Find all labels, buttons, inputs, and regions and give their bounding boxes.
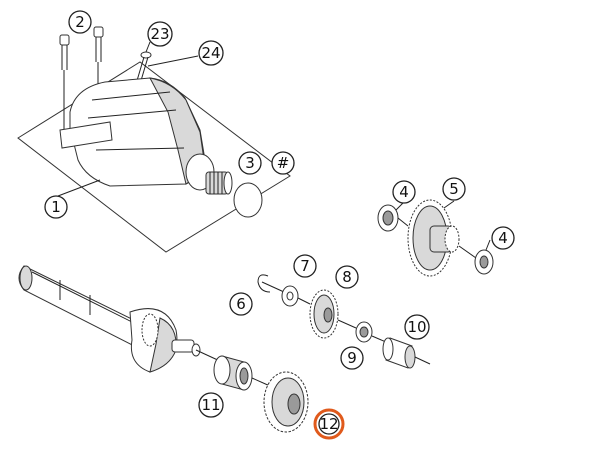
part-screw-2b: [93, 26, 104, 62]
svg-text:3: 3: [245, 154, 255, 172]
leader-1: [57, 179, 101, 197]
callout-10: 10: [404, 314, 430, 340]
svg-text:2: 2: [75, 13, 85, 31]
part-motor-pinion: [205, 171, 233, 195]
svg-text:1: 1: [51, 198, 61, 216]
leader-4b: [485, 239, 491, 251]
part-needle-bearing-11: [213, 355, 253, 391]
part-o-ring-3: [233, 182, 263, 218]
leader-5: [443, 200, 455, 209]
callout-5: 5: [442, 177, 466, 201]
leader-24: [147, 55, 199, 67]
callout-6: 6: [229, 292, 253, 316]
part-gear-12: [263, 371, 309, 433]
svg-text:8: 8: [342, 268, 352, 286]
callout-11: 11: [198, 392, 224, 418]
part-crank-pin: [171, 339, 195, 353]
starter-motor-assembly: [17, 26, 291, 253]
svg-text:5: 5: [449, 180, 459, 198]
svg-text:#: #: [277, 154, 290, 172]
callout-7: 7: [293, 254, 317, 278]
svg-text:23: 23: [150, 25, 169, 43]
callout-4a: 4: [392, 180, 416, 204]
part-gear-8: [309, 289, 339, 339]
callout-4b: 4: [491, 226, 515, 250]
crankshaft-assembly: [18, 265, 201, 373]
callout-hash: #: [271, 151, 295, 175]
callout-2: 2: [68, 10, 92, 34]
svg-text:4: 4: [498, 229, 508, 247]
intermediate-gear-assembly: [377, 199, 494, 277]
part-pin-10: [382, 337, 416, 369]
part-bearing-4b: [474, 249, 494, 275]
part-motor-bracket: [59, 121, 113, 149]
callout-8: 8: [335, 265, 359, 289]
callout-3: 3: [238, 151, 262, 175]
callout-12-highlighted: 12: [313, 408, 345, 440]
part-circlip-6: [257, 274, 271, 293]
callout-24: 24: [198, 40, 224, 66]
part-washer-7: [281, 285, 299, 307]
svg-text:4: 4: [399, 183, 409, 201]
leader-23: [145, 41, 151, 53]
svg-text:24: 24: [201, 44, 220, 62]
callout-1: 1: [44, 195, 68, 219]
callout-9: 9: [340, 346, 364, 370]
part-crank-gear: [141, 313, 159, 347]
part-bearing-4a: [377, 204, 399, 232]
part-bearing-9: [355, 321, 373, 343]
svg-text:12: 12: [319, 415, 338, 433]
part-gear-5: [407, 199, 460, 277]
svg-text:10: 10: [407, 318, 426, 336]
svg-text:11: 11: [201, 396, 220, 414]
svg-text:6: 6: [236, 295, 246, 313]
svg-text:9: 9: [347, 349, 357, 367]
part-screw-2a: [59, 34, 70, 70]
callout-23: 23: [147, 21, 173, 47]
svg-text:7: 7: [300, 257, 310, 275]
